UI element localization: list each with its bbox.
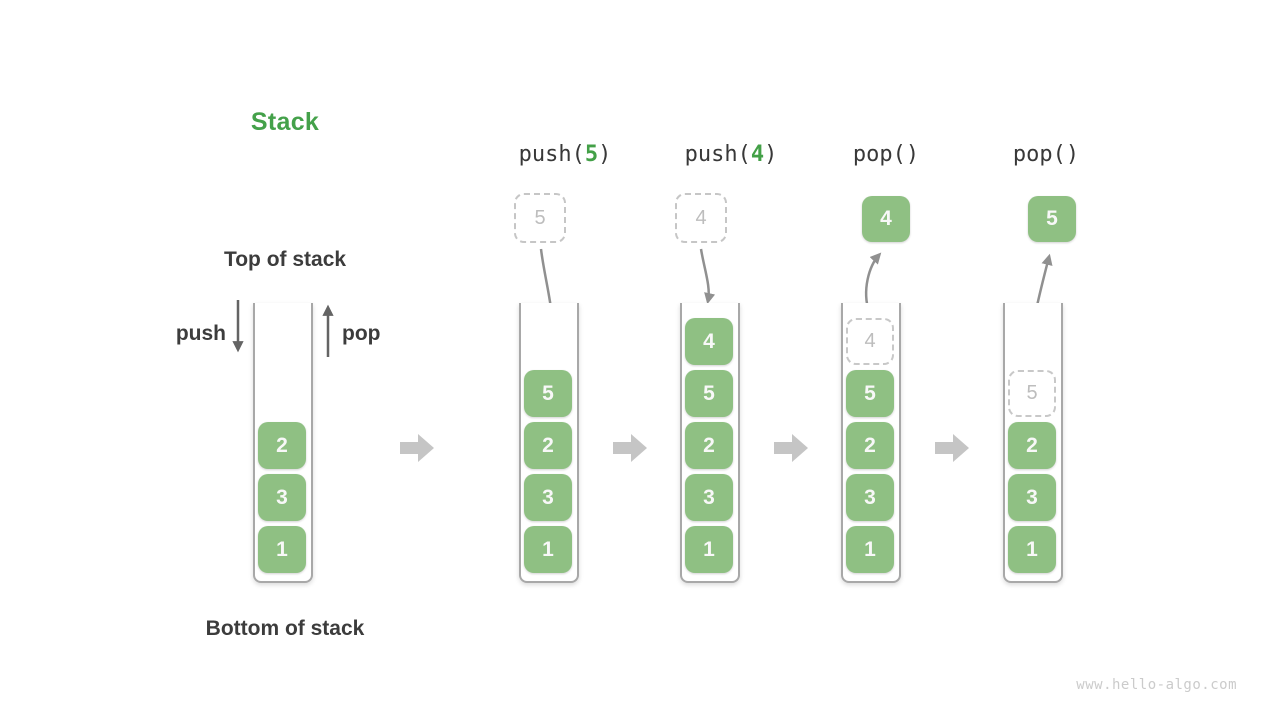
stack-item: 2	[1008, 422, 1056, 469]
stack-item: 3	[685, 474, 733, 521]
op-close: )	[1065, 142, 1080, 167]
stack-item: 2	[258, 422, 306, 469]
stack-item: 3	[1008, 474, 1056, 521]
op-label-pop-1: pop()	[853, 142, 919, 167]
flow-arrow-icon	[400, 434, 434, 462]
op-close: )	[764, 142, 778, 167]
stack-item: 1	[685, 526, 733, 573]
push-4-curve-arrow-icon	[699, 248, 716, 305]
op-close: )	[905, 142, 920, 167]
top-of-stack-label: Top of stack	[223, 248, 347, 271]
flow-arrow-icon	[935, 434, 969, 462]
stack-item: 1	[846, 526, 894, 573]
op-name: push(	[684, 142, 751, 167]
stack-container-after-push-5: 5 2 3 1	[519, 303, 579, 583]
stack-item: 1	[1008, 526, 1056, 573]
op-close: )	[598, 142, 612, 167]
diagram-title: Stack	[250, 108, 320, 136]
stack-item: 2	[685, 422, 733, 469]
flow-arrow-icon	[774, 434, 808, 462]
watermark: www.hello-algo.com	[1076, 677, 1237, 693]
stack-item: 4	[685, 318, 733, 365]
popped-value-box: 4	[862, 196, 910, 242]
stack-item: 5	[685, 370, 733, 417]
stack-item: 2	[524, 422, 572, 469]
stack-item-ghost: 4	[846, 318, 894, 365]
stack-item: 5	[846, 370, 894, 417]
incoming-value-box: 4	[675, 193, 727, 243]
stack-item: 5	[524, 370, 572, 417]
stack-item-ghost: 5	[1008, 370, 1056, 417]
stack-item: 3	[846, 474, 894, 521]
op-arg: 5	[584, 142, 599, 167]
op-label-push-5: push(5)	[519, 142, 612, 167]
bottom-of-stack-label: Bottom of stack	[205, 617, 365, 640]
op-arg: 4	[750, 142, 765, 167]
stack-item: 1	[258, 526, 306, 573]
stack-item: 1	[524, 526, 572, 573]
op-name: pop(	[852, 142, 906, 167]
popped-value-box: 5	[1028, 196, 1076, 242]
stack-item: 3	[258, 474, 306, 521]
stack-container-after-pop-5: 5 2 3 1	[1003, 303, 1063, 583]
push-label: push	[175, 322, 226, 345]
stack-item: 2	[846, 422, 894, 469]
op-label-push-4: push(4)	[685, 142, 778, 167]
op-name: pop(	[1012, 142, 1066, 167]
stack-container-after-pop-4: 4 5 2 3 1	[841, 303, 901, 583]
stack-container-initial: 2 3 1	[253, 303, 313, 583]
flow-arrow-icon	[613, 434, 647, 462]
incoming-value-box: 5	[514, 193, 566, 243]
op-label-pop-2: pop()	[1013, 142, 1079, 167]
op-name: push(	[518, 142, 585, 167]
pop-label: pop	[342, 322, 381, 345]
stack-container-after-push-4: 4 5 2 3 1	[680, 303, 740, 583]
stack-item: 3	[524, 474, 572, 521]
